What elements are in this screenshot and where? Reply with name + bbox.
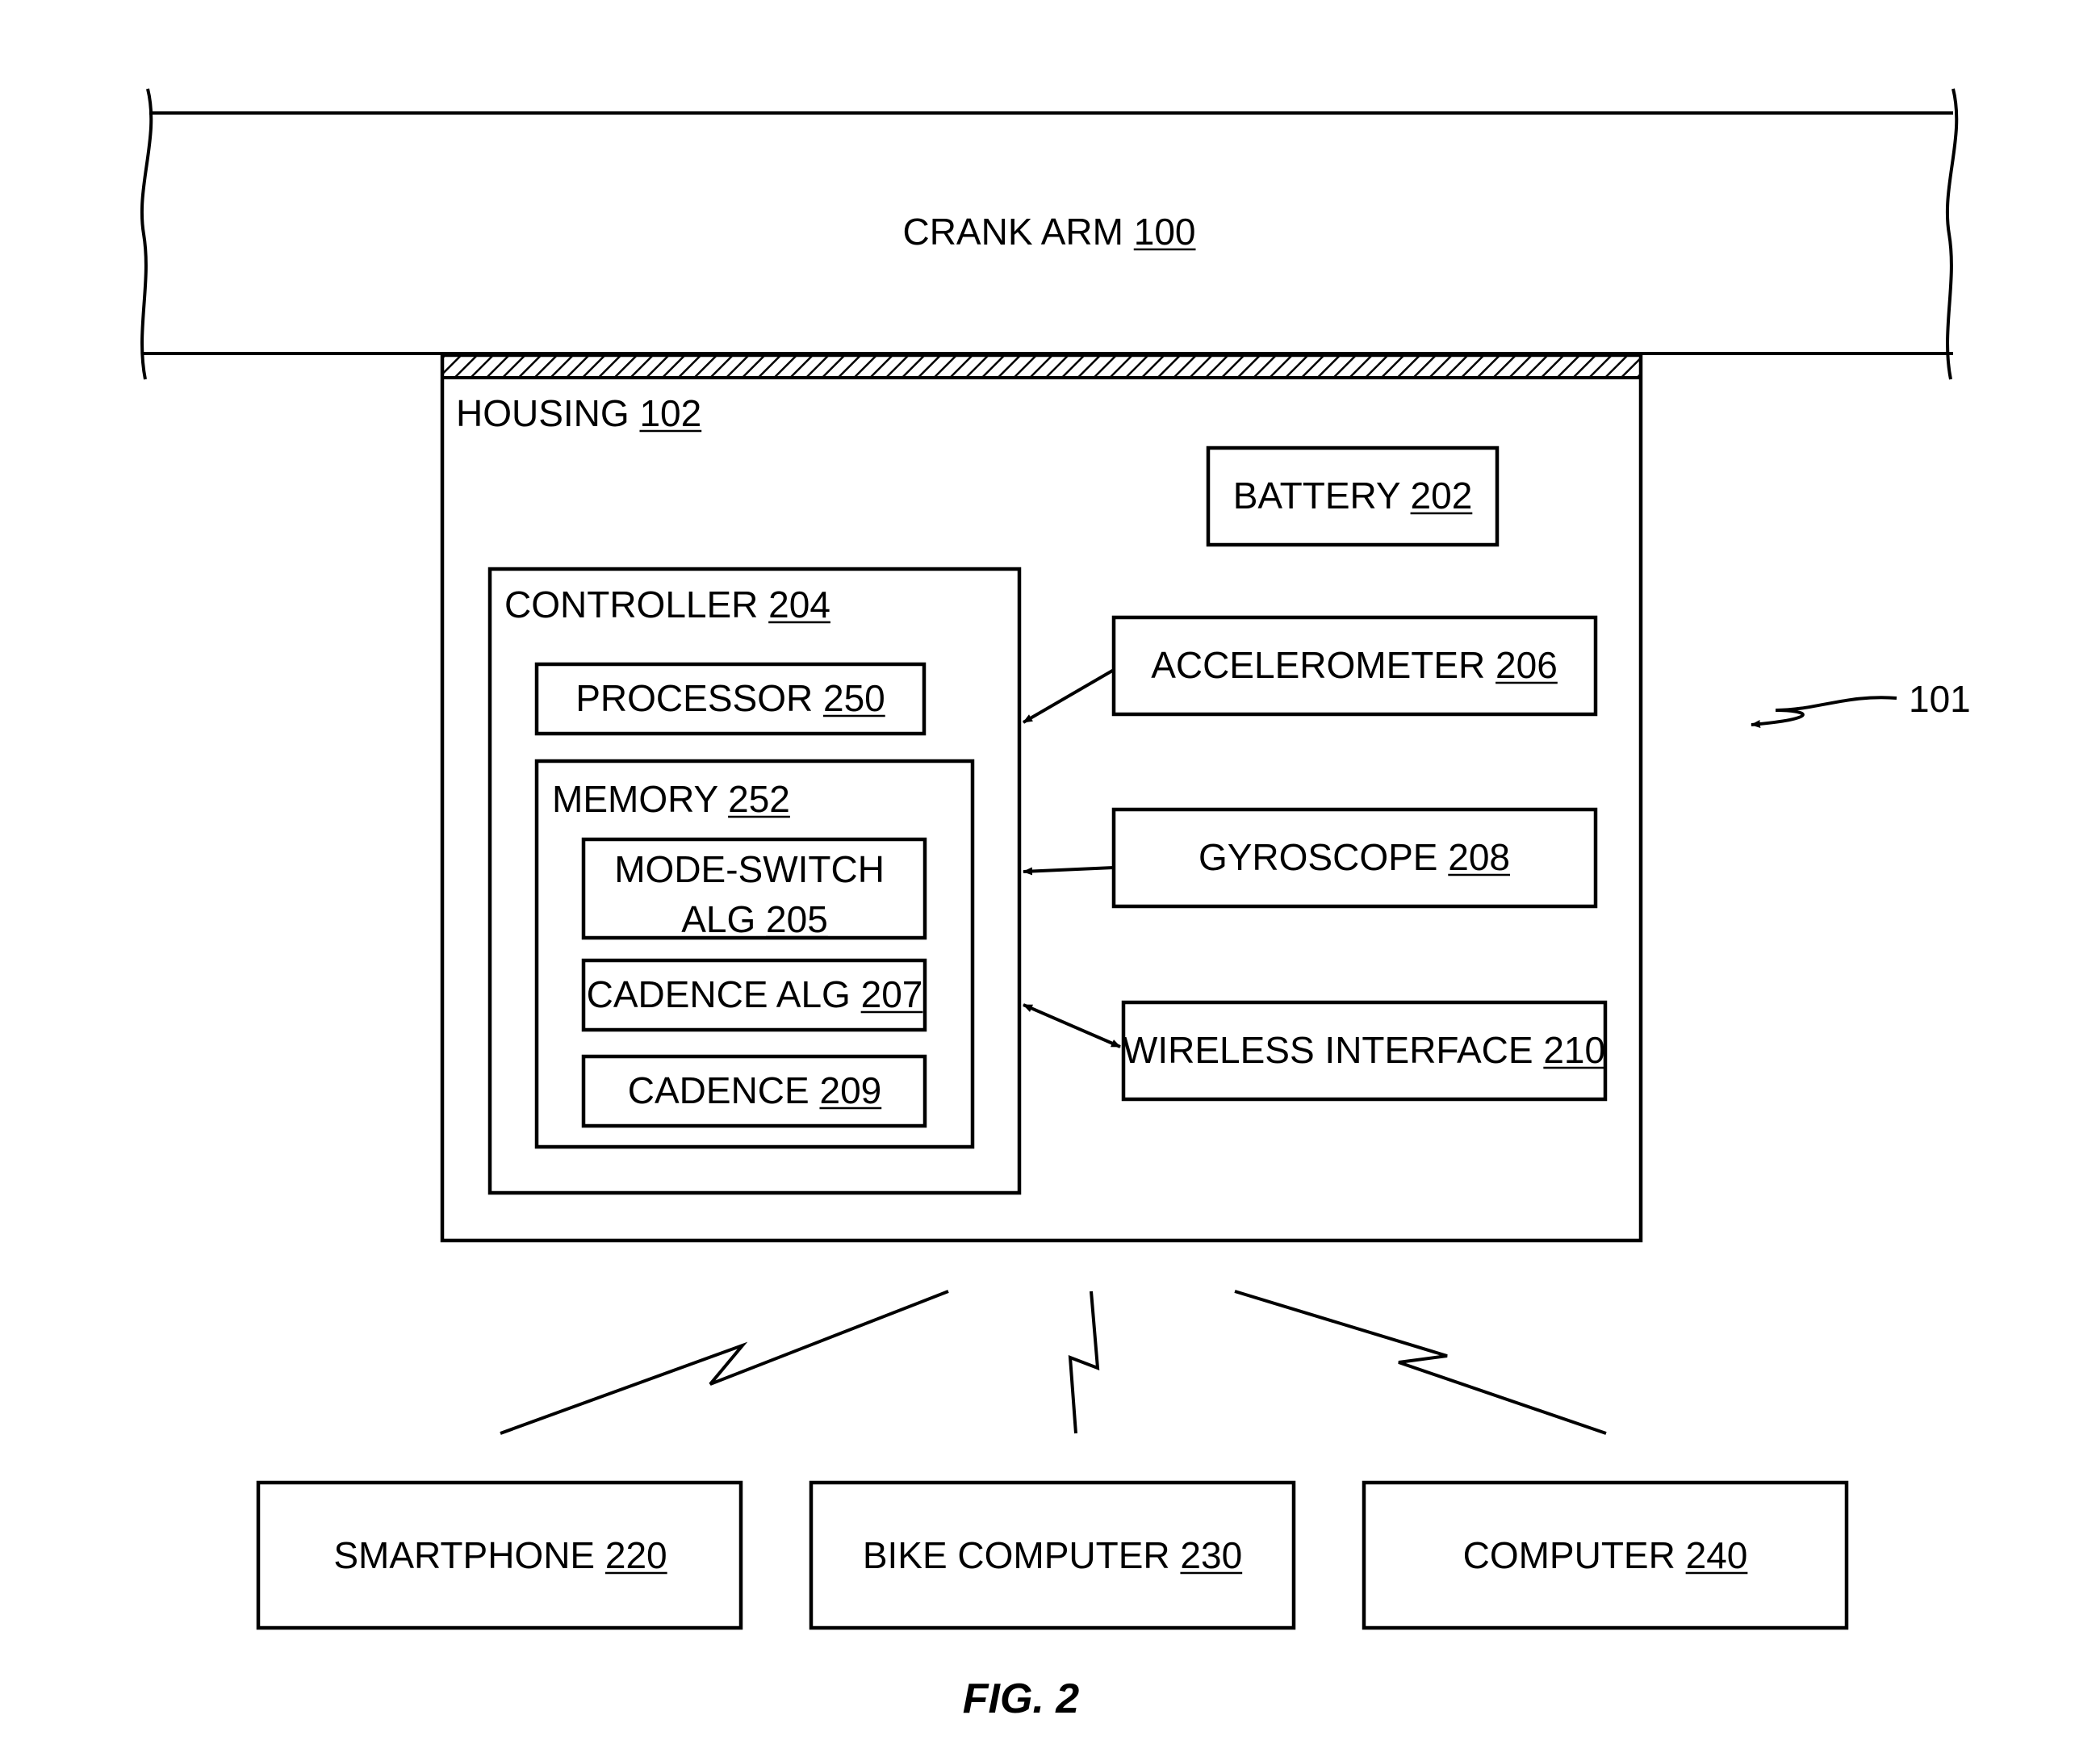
mode-switch-alg-box xyxy=(581,837,927,940)
device-ref-leader-arrow xyxy=(1751,696,1897,729)
wireless-link-bike-computer xyxy=(1068,1291,1100,1434)
gyroscope-label: GYROSCOPE 208 xyxy=(1199,836,1510,878)
wireless-interface-box xyxy=(1121,1000,1608,1102)
accelerometer-to-controller-arrow xyxy=(1022,668,1115,724)
cadence-alg-label: CADENCE ALG 207 xyxy=(587,973,923,1015)
cadence-label: CADENCE 209 xyxy=(628,1069,881,1111)
smartphone-label: SMARTPHONE 220 xyxy=(333,1534,667,1576)
crank-arm: CRANK ARM 100 xyxy=(140,88,1959,380)
memory-box xyxy=(534,759,975,1149)
mounting-adhesive xyxy=(441,353,1642,379)
processor-label: PROCESSOR 250 xyxy=(575,677,885,719)
gyroscope-to-controller-arrow xyxy=(1023,866,1115,876)
battery-label: BATTERY 202 xyxy=(1233,475,1473,517)
wireless-interface-label: WIRELESS INTERFACE 210 xyxy=(1123,1029,1605,1071)
controller-box xyxy=(487,567,1022,1195)
cadence-box xyxy=(581,1054,927,1128)
wireless-link-computer xyxy=(1234,1290,1607,1435)
battery-box xyxy=(1206,446,1500,547)
smartphone-box xyxy=(256,1480,743,1630)
crank-arm-label: CRANK ARM 100 xyxy=(902,211,1195,253)
device-ref-label: 101 xyxy=(1909,678,1971,720)
bike-computer-label: BIKE COMPUTER 230 xyxy=(863,1534,1242,1576)
accelerometer-label: ACCELEROMETER 206 xyxy=(1151,644,1558,686)
housing-label: HOUSING 102 xyxy=(456,392,701,434)
processor-box xyxy=(534,662,927,736)
accelerometer-box xyxy=(1111,615,1598,717)
controller-label: CONTROLLER 204 xyxy=(504,584,830,625)
figure-caption: FIG. 2 xyxy=(963,1675,1080,1722)
reference-underlines xyxy=(604,248,1748,1575)
cadence-alg-box xyxy=(581,958,927,1032)
bike-computer-box xyxy=(809,1480,1296,1630)
wireless-controller-bidirectional-arrow xyxy=(1023,1003,1121,1048)
wireless-link-smartphone xyxy=(500,1290,949,1435)
housing-box xyxy=(440,353,1643,1243)
mode-switch-alg-label: MODE-SWITCH ALG 205 xyxy=(614,848,895,940)
computer-label: COMPUTER 240 xyxy=(1463,1534,1748,1576)
gyroscope-box xyxy=(1111,807,1598,909)
memory-label: MEMORY 252 xyxy=(552,778,790,820)
computer-box xyxy=(1362,1480,1849,1630)
